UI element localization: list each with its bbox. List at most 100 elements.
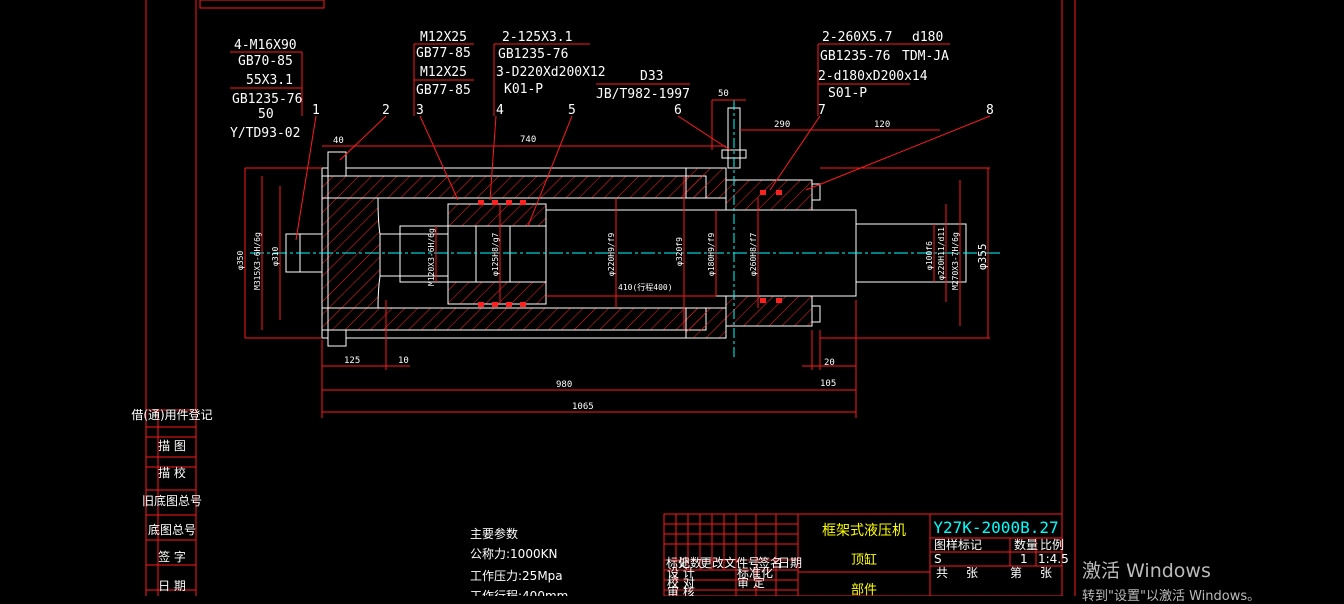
col-value: 1:4.5 <box>1038 552 1069 566</box>
spec-force: 公称力:1000KN <box>470 547 557 561</box>
dim-text: M315X3-6H/6g <box>253 232 262 290</box>
callout-4: 2-125X3.1 GB1235-76 3-D220Xd200X12 K01-P <box>496 30 606 97</box>
side-label: 借(通)用件登记 <box>131 407 212 422</box>
callout-text: 2-125X3.1 <box>502 30 572 45</box>
col-value: 1 <box>1020 552 1028 566</box>
dim-text: 740 <box>520 135 536 145</box>
part-number: 8 <box>986 103 994 118</box>
dim-text: φ220H11/d11 <box>937 227 946 280</box>
side-label: 日 期 <box>158 579 186 593</box>
callout-text: GB70-85 <box>238 54 293 69</box>
grid-header: 日期 <box>778 556 802 570</box>
dim-text: φ180H9/f9 <box>707 232 716 276</box>
part-numbers: 1 2 3 4 5 6 7 8 <box>312 103 994 118</box>
grid-header: 标记 <box>666 556 690 570</box>
sheet-label: 共 <box>936 566 948 580</box>
dim-text: φ125H8/g7 <box>491 232 500 276</box>
grid-cell: 标准化 <box>737 566 773 580</box>
col-header: 比例 <box>1040 538 1064 552</box>
cylinder-body-hatched <box>321 167 813 339</box>
machine-name: 框架式液压机 <box>822 523 906 539</box>
part-number: 7 <box>818 103 826 118</box>
callout-text: GB77-85 <box>416 83 471 98</box>
dim-text: φ310 <box>271 247 280 266</box>
callout-text: GB1235-76 <box>232 92 302 107</box>
callout-text: Y/TD93-02 <box>230 126 300 141</box>
callout-text: D33 <box>640 69 663 84</box>
callout-text: 50 <box>258 107 274 122</box>
callout-1: 4-M16X90 GB70-85 55X3.1 GB1235-76 50 Y/T… <box>230 38 302 141</box>
dim-text: 120 <box>874 120 890 130</box>
part-name: 顶缸 <box>851 552 877 568</box>
sheet-label: 张 <box>966 566 978 580</box>
callout-text: 2-d180xD200x14 <box>818 69 928 84</box>
side-registration-table <box>146 409 196 596</box>
side-label: 描 校 <box>158 465 186 480</box>
grid-header: 更改文件号 <box>700 555 760 570</box>
part-number: 4 <box>496 103 504 118</box>
dim-text: 125 <box>344 356 360 366</box>
callout-text: TDM-JA <box>902 49 949 64</box>
callout-text: S01-P <box>828 86 867 101</box>
dim-text: 10 <box>398 356 409 366</box>
part-number: 1 <box>312 103 320 118</box>
dim-text: φ260H8/f7 <box>749 232 758 276</box>
specs-heading: 主要参数 <box>470 526 518 541</box>
callout-text: 55X3.1 <box>246 73 293 88</box>
dim-text: 105 <box>820 379 836 389</box>
dim-text: φ100f6 <box>925 241 934 270</box>
part-kind: 部件 <box>851 583 877 596</box>
callout-text: 2-260X5.7 <box>822 30 892 45</box>
col-header: 图样标记 <box>934 537 982 552</box>
sheet-label: 张 <box>1040 566 1052 580</box>
dim-text: 1065 <box>572 402 594 412</box>
callout-text: K01-P <box>504 82 543 97</box>
part-number: 3 <box>416 103 424 118</box>
callout-text: JB/T982-1997 <box>596 87 690 102</box>
dim-text: M120X3-6H/6g <box>427 228 436 286</box>
title-block <box>663 513 1063 596</box>
dim-text: 50 <box>718 89 729 99</box>
horizontal-dimensions: 40 740 50 290 120 125 10 980 1065 20 105… <box>333 89 890 412</box>
grid-cell: 校 对 <box>667 575 695 590</box>
grid-header: 签名 <box>758 555 782 570</box>
dim-text: φ355 <box>976 244 989 271</box>
grid-cell: 设 计 <box>667 566 695 580</box>
callout-5: D33 JB/T982-1997 <box>596 69 690 102</box>
sheet-label: 第 <box>1010 566 1022 580</box>
part-number: 6 <box>674 103 682 118</box>
callout-text: GB1235-76 <box>820 49 890 64</box>
grid-cell: 审 核 <box>667 584 695 596</box>
drawing-frame <box>145 0 1076 596</box>
main-specs: 主要参数 公称力:1000KN 工作压力:25Mpa 工作行程:400mm <box>470 526 568 596</box>
side-label: 描 图 <box>158 439 186 453</box>
dimension-lines <box>230 43 991 418</box>
callout-text: 4-M16X90 <box>234 38 297 53</box>
dim-text: φ320f9 <box>675 237 684 266</box>
col-value: S <box>934 552 942 566</box>
spec-stroke: 工作行程:400mm <box>470 588 568 596</box>
part-number: 2 <box>382 103 390 118</box>
grid-cell: 审 定 <box>737 575 765 590</box>
part-number: 5 <box>568 103 576 118</box>
dim-text: φ220H9/f9 <box>607 232 616 276</box>
callout-3: M12X25 GB77-85 M12X25 GB77-85 <box>416 30 471 98</box>
callout-7: 2-260X5.7 d180 GB1235-76 TDM-JA 2-d180xD… <box>818 30 949 101</box>
side-label: 旧底图总号 <box>142 493 202 508</box>
side-label: 签 字 <box>158 549 186 564</box>
callout-text: GB77-85 <box>416 46 471 61</box>
col-header: 数量 <box>1014 537 1038 552</box>
dim-text: φ350 <box>236 251 245 270</box>
dim-text: 40 <box>333 136 344 146</box>
spec-pressure: 工作压力:25Mpa <box>470 569 563 583</box>
callout-text: M12X25 <box>420 30 467 45</box>
dim-text: 290 <box>774 120 790 130</box>
watermark-line-1: 激活 Windows <box>1082 560 1211 582</box>
dim-text: 410(行程400) <box>618 282 673 292</box>
watermark-line-2: 转到"设置"以激活 Windows。 <box>1082 589 1261 604</box>
side-label: 底图总号 <box>148 522 196 537</box>
dim-text: M270X3-7H/6g <box>951 232 960 290</box>
grid-header: 处数 <box>678 555 702 570</box>
dim-text: 980 <box>556 380 572 390</box>
